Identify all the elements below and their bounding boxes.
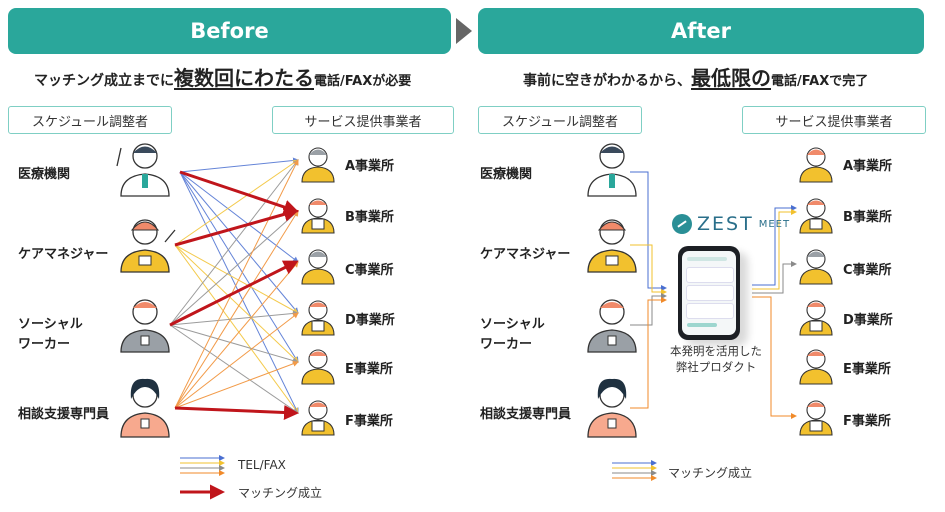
consultant-icon (587, 378, 637, 438)
social-worker-icon (120, 299, 170, 353)
after-output-lines (752, 205, 797, 419)
before-coordinator-label: ケアマネジャー (18, 247, 109, 262)
before-coordinator-label: 相談支援専門員 (18, 407, 110, 422)
after-office-label: F事業所 (843, 414, 891, 429)
after-office-label: E事業所 (843, 362, 891, 377)
before-banner: Before (8, 8, 451, 54)
before-office-label: C事業所 (345, 263, 394, 278)
legend-match: マッチング成立 (238, 486, 323, 500)
before-coordinator-label: 医療機関 (18, 167, 71, 182)
care-manager-icon (587, 219, 637, 273)
before-match-lines (169, 170, 299, 420)
before-office-label: A事業所 (345, 159, 395, 174)
after-subtitle: 事前に空きがわかるから、最低限の電話/FAXで完了 (523, 66, 869, 90)
before-office-label: E事業所 (345, 362, 393, 377)
after-coordinator-header: スケジュール調整者 (478, 106, 642, 134)
after-office-label: C事業所 (843, 263, 892, 278)
zest-meet-logo: ZEST MEET (672, 213, 790, 235)
after-legend-match: マッチング成立 (668, 466, 753, 480)
before-subtitle: マッチング成立までに複数回にわたる電話/FAXが必要 (34, 66, 412, 90)
doctor-icon (116, 143, 170, 197)
after-provider-header: サービス提供事業者 (742, 106, 926, 134)
people-illustrations (116, 143, 833, 438)
before-office-label: B事業所 (345, 210, 394, 225)
after-coordinator-label: ケアマネジャー (480, 247, 571, 262)
phone-mockup (678, 246, 740, 340)
before-provider-header: サービス提供事業者 (272, 106, 454, 134)
before-office-label: D事業所 (345, 313, 395, 328)
after-office-label: B事業所 (843, 210, 892, 225)
after-office-staff (799, 147, 833, 436)
consultant-icon (120, 378, 170, 438)
before-office-staff (301, 147, 335, 436)
after-coordinator-label: 相談支援専門員 (480, 407, 572, 422)
before-coordinator-label: ソーシャル ワーカー (18, 317, 83, 352)
after-banner: After (478, 8, 924, 54)
zest-logo-icon (672, 214, 692, 234)
arrow-right-icon (456, 18, 472, 44)
before-office-label: F事業所 (345, 414, 393, 429)
before-title: Before (190, 19, 269, 43)
phone-screen (682, 251, 736, 335)
before-telfax-lines (169, 157, 299, 414)
social-worker-icon (587, 299, 637, 353)
after-office-label: A事業所 (843, 159, 893, 174)
after-input-lines (630, 171, 667, 409)
doctor-icon (587, 143, 637, 197)
after-title: After (670, 19, 732, 43)
before-coordinator-header: スケジュール調整者 (8, 106, 172, 134)
care-manager-icon (120, 219, 176, 273)
before-legend (180, 455, 225, 500)
legend-telfax: TEL/FAX (238, 458, 286, 472)
after-legend (612, 460, 657, 481)
after-coordinator-label: ソーシャル ワーカー (480, 317, 545, 352)
after-coordinator-label: 医療機関 (480, 167, 533, 182)
product-caption: 本発明を活用した 弊社プロダクト (670, 344, 762, 374)
after-office-label: D事業所 (843, 313, 893, 328)
